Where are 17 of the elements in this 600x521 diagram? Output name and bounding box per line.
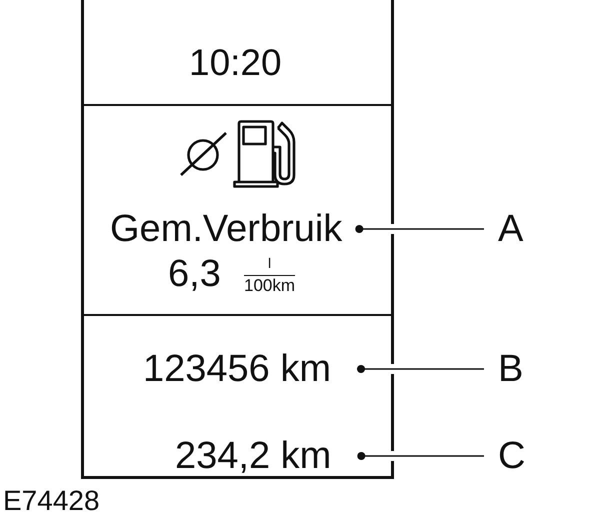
- leader-line: [355, 225, 484, 233]
- unit-text: l: [268, 256, 272, 270]
- callout-letter: A: [484, 210, 524, 248]
- callout-letter: C: [484, 437, 526, 475]
- value-text: 6,3: [168, 255, 221, 293]
- display-label: Gem.Verbruik: [110, 210, 356, 248]
- display-section: [81, 0, 394, 106]
- figure-code: E74428: [3, 487, 100, 515]
- leader-line: [357, 365, 484, 373]
- distance-text: 234,2 km: [175, 437, 358, 475]
- time-text: 10:20: [189, 44, 282, 81]
- leader-line: [357, 452, 484, 460]
- display-section: [81, 106, 394, 316]
- display-section: [81, 316, 394, 479]
- callout-letter: B: [484, 350, 524, 388]
- unit-text: 100km: [244, 275, 296, 294]
- mileage-text: 123456 km: [143, 350, 358, 388]
